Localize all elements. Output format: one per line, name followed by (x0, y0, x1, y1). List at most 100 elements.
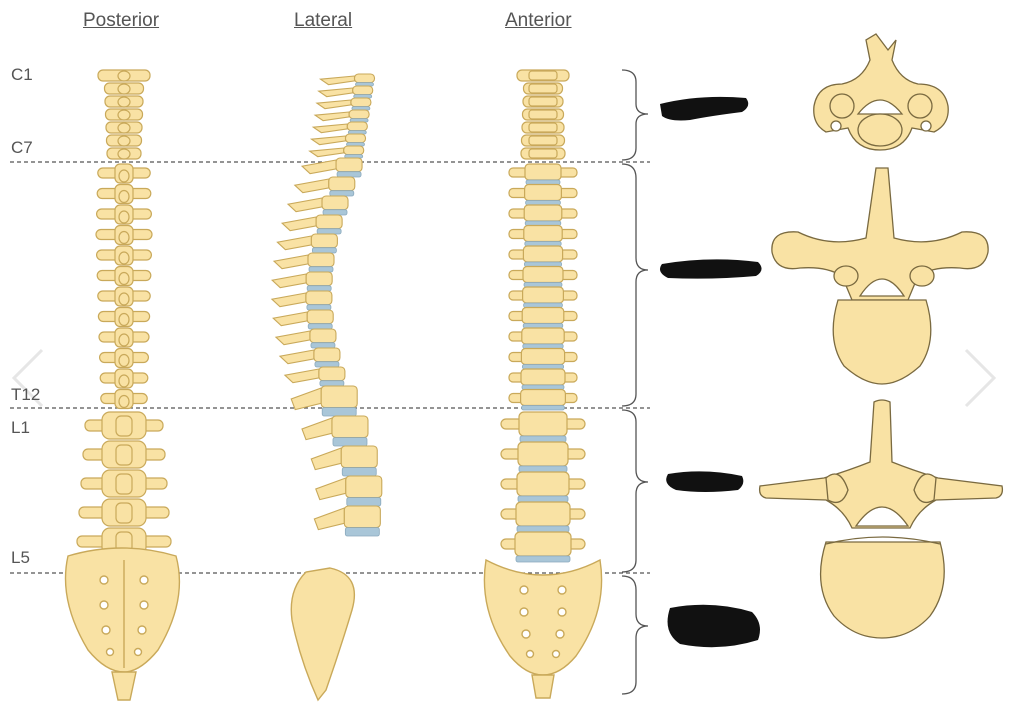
anterior-sacrum (483, 558, 603, 699)
posterior-thoracic-vertebra (96, 183, 152, 205)
posterior-cervical-vertebra (104, 108, 144, 121)
anterior-spine (500, 69, 586, 563)
posterior-thoracic-vertebra (100, 388, 148, 410)
anterior-thoracic-vertebra (508, 163, 578, 185)
anterior-cervical-vertebra (522, 82, 564, 95)
lateral-vertebra (270, 271, 333, 292)
posterior-cervical-vertebra (106, 147, 142, 160)
posterior-spine (76, 69, 172, 556)
lateral-vertebra (313, 109, 370, 123)
anterior-title: Anterior (505, 10, 572, 31)
lateral-vertebra (276, 233, 338, 254)
lateral-vertebra (293, 176, 356, 197)
posterior-thoracic-vertebra (97, 286, 151, 307)
lateral-vertebra (272, 309, 334, 330)
lateral-vertebra (286, 195, 349, 216)
redaction-lumbar (666, 471, 744, 492)
anterior-cervical-vertebra (520, 134, 566, 147)
posterior-thoracic-vertebra (97, 163, 151, 184)
posterior-thoracic-vertebra (98, 327, 150, 348)
anterior-thoracic-vertebra (508, 224, 578, 247)
brace-thoracic (621, 163, 649, 407)
chevron-left-icon[interactable] (11, 348, 44, 408)
anterior-thoracic-vertebra (508, 265, 578, 288)
anterior-lumbar-vertebra (500, 471, 586, 503)
anterior-cervical-vertebra (522, 95, 564, 108)
lateral-vertebra (290, 385, 358, 417)
anterior-thoracic-vertebra (508, 183, 578, 206)
posterior-thoracic-vertebra (95, 224, 153, 246)
redaction-thoracic (660, 259, 762, 279)
posterior-sacrum (64, 547, 181, 701)
anterior-cervical-vertebra (520, 147, 566, 160)
redaction-sacral (667, 604, 760, 648)
posterior-cervical-vertebra (103, 82, 145, 95)
anterior-cervical-vertebra (521, 108, 565, 121)
lateral-vertebra (301, 415, 369, 447)
lateral-title: Lateral (294, 10, 353, 31)
lateral-vertebra (309, 133, 367, 147)
region-braces (621, 69, 649, 695)
level-c1: C1 (11, 65, 33, 84)
posterior-cervical-vertebra (104, 95, 144, 108)
brace-cervical (621, 69, 649, 161)
posterior-cervical-vertebra (105, 134, 143, 147)
level-l5: L5 (11, 548, 30, 567)
level-t12: T12 (11, 385, 41, 404)
lateral-vertebra (315, 97, 372, 111)
lumbar-vertebra-detail (758, 399, 1004, 639)
lateral-vertebra (315, 475, 383, 507)
thoracic-vertebra-detail (771, 167, 989, 385)
posterior-lumbar-vertebra (82, 440, 166, 469)
lateral-vertebra (313, 505, 381, 537)
chevron-right-icon[interactable] (964, 348, 997, 408)
posterior-lumbar-vertebra (78, 498, 170, 527)
lateral-vertebra (280, 214, 343, 235)
posterior-cervical-vertebra (97, 69, 151, 82)
cervical-vertebra-detail (813, 33, 949, 151)
lateral-vertebra (300, 157, 363, 178)
posterior-thoracic-vertebra (95, 245, 152, 266)
posterior-thoracic-vertebra (98, 347, 149, 369)
lateral-vertebra (317, 85, 374, 99)
lateral-vertebra (272, 252, 335, 273)
anterior-thoracic-vertebra (508, 306, 578, 329)
lateral-vertebra (311, 121, 368, 135)
redaction-cervical (660, 96, 749, 121)
posterior-thoracic-vertebra (96, 265, 152, 287)
level-l1: L1 (11, 418, 30, 437)
anterior-thoracic-vertebra (508, 245, 578, 267)
posterior-thoracic-vertebra (97, 306, 151, 328)
redacted-labels (660, 96, 762, 648)
anterior-lumbar-vertebra (500, 501, 586, 533)
anterior-thoracic-vertebra (508, 368, 578, 390)
anterior-thoracic-vertebra (508, 388, 578, 411)
posterior-thoracic-vertebra (95, 204, 152, 225)
lateral-vertebra (308, 145, 365, 159)
lateral-vertebra (283, 366, 346, 387)
lateral-sacrum (290, 567, 356, 702)
lateral-vertebra (270, 290, 333, 311)
anterior-thoracic-vertebra (508, 286, 578, 308)
lateral-vertebra (310, 445, 378, 477)
posterior-title: Posterior (83, 10, 160, 31)
lateral-spine (270, 73, 383, 537)
anterior-lumbar-vertebra (500, 411, 586, 443)
anterior-cervical-vertebra (521, 121, 565, 134)
brace-lumbar (621, 409, 649, 573)
lateral-vertebra (274, 328, 337, 349)
level-c7: C7 (11, 138, 33, 157)
anterior-lumbar-vertebra (500, 441, 586, 473)
posterior-cervical-vertebra (105, 121, 143, 134)
lateral-vertebra (318, 73, 376, 87)
posterior-thoracic-vertebra (99, 368, 149, 389)
posterior-lumbar-vertebra (84, 411, 164, 440)
anterior-thoracic-vertebra (508, 204, 578, 226)
posterior-lumbar-vertebra (80, 469, 168, 498)
anterior-thoracic-vertebra (508, 347, 578, 370)
anterior-cervical-vertebra (516, 69, 570, 82)
brace-sacral (621, 575, 649, 695)
lateral-vertebra (278, 347, 341, 368)
